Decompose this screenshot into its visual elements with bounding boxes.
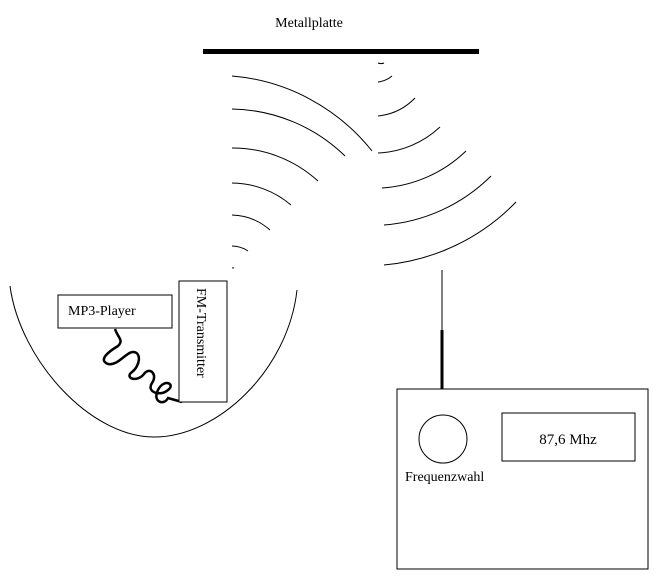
bowl	[9, 285, 298, 438]
mp3-player-box	[57, 294, 173, 329]
emitted-wave	[231, 75, 373, 152]
metal-plate-label: Metallplatte	[275, 16, 343, 31]
emitted-wave	[231, 108, 346, 157]
emitted-wave	[231, 245, 249, 252]
fm-transmitter-box	[178, 280, 228, 403]
reflected-wave	[383, 175, 492, 226]
mp3-player-label: MP3-Player	[68, 304, 136, 319]
emitted-wave	[231, 214, 271, 231]
reflected-wave	[377, 126, 441, 154]
tuning-dial-label: Frequenzwahl	[405, 470, 484, 485]
metal-plate	[203, 49, 479, 54]
reflected-wave	[377, 75, 393, 83]
reflected-wave	[383, 201, 517, 266]
frequency-display	[501, 412, 636, 462]
emitted-wave	[231, 147, 319, 182]
reflected-wave	[377, 62, 385, 65]
cable	[102, 328, 183, 404]
tuning-dial	[418, 414, 468, 464]
reflected-waves	[377, 62, 517, 266]
reflected-wave	[381, 150, 467, 189]
reflected-wave	[377, 97, 416, 117]
emitted-waves	[231, 75, 373, 269]
frequency-display-value: 87,6 Mhz	[539, 432, 597, 448]
fm-transmitter-label: FM-Transmitter	[193, 288, 208, 378]
emitted-wave	[231, 182, 292, 206]
